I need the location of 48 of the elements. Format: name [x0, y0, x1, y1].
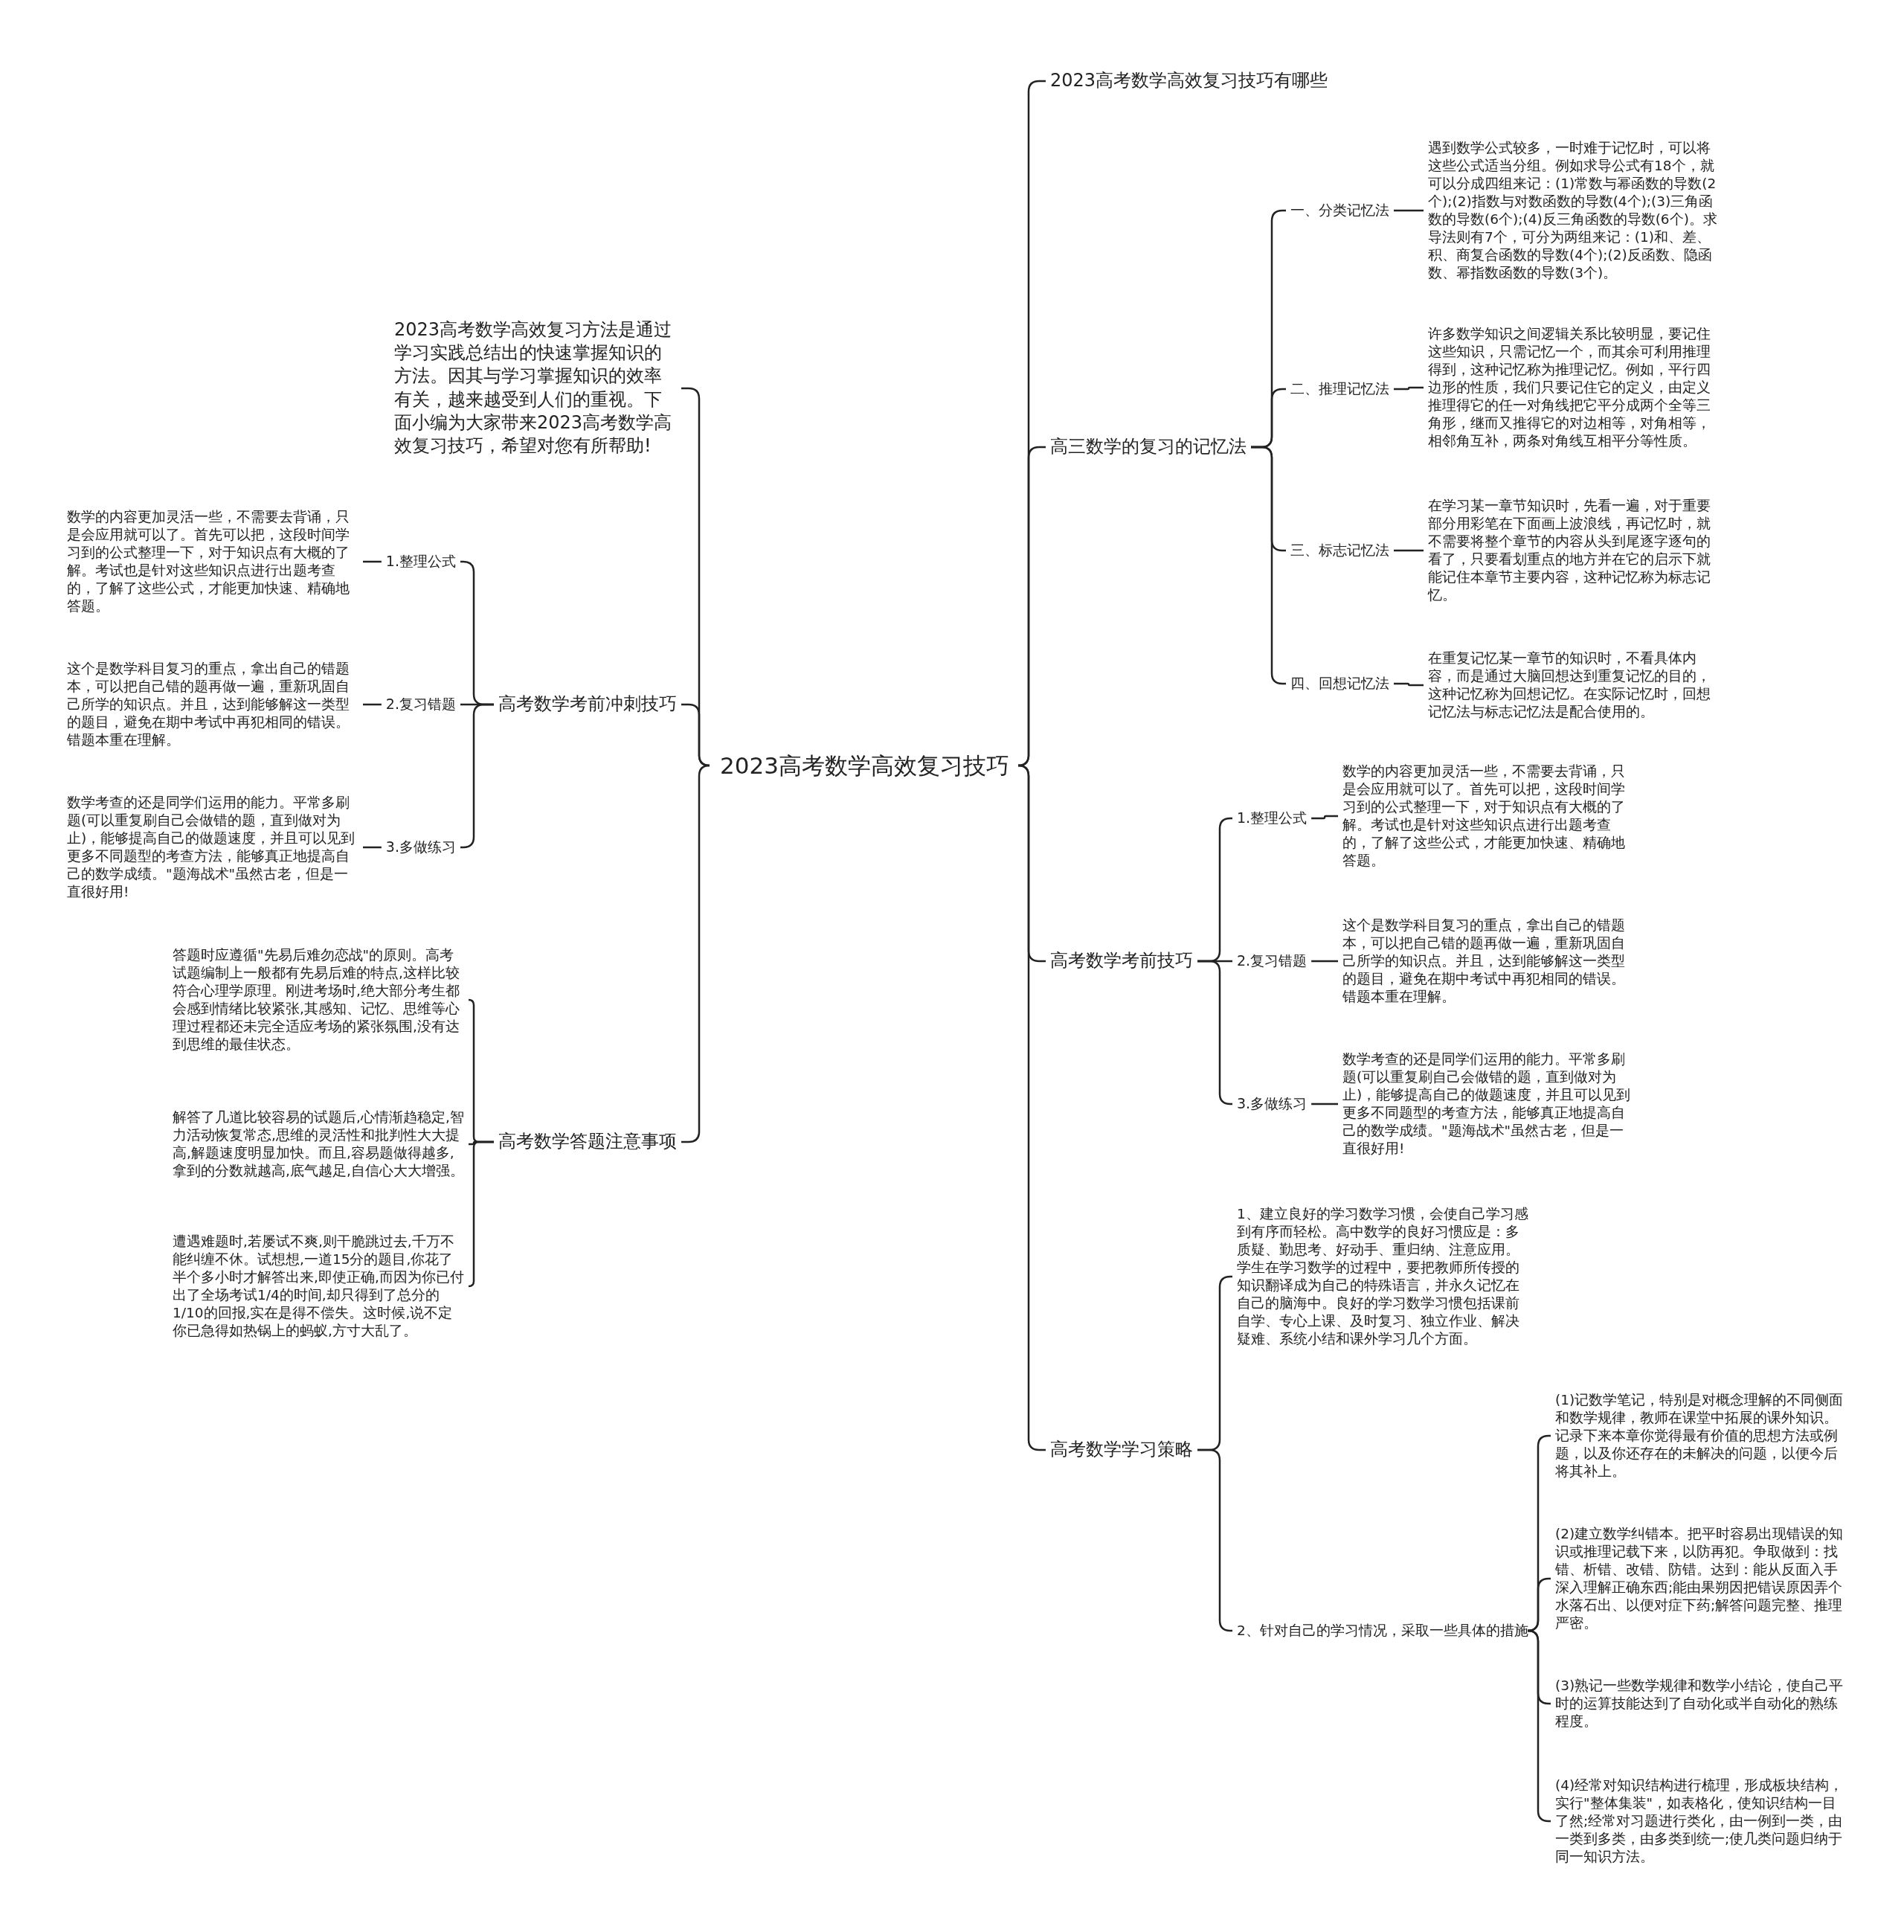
subtopic-label: 二、推理记忆法	[1290, 379, 1389, 399]
connector-line	[363, 703, 382, 706]
connector-line	[1311, 960, 1338, 963]
connector-line	[1311, 815, 1338, 820]
subtopic-label: 四、回想记忆法	[1290, 674, 1389, 693]
note-text: 解答了几道比较容易的试题后,心情渐趋稳定,智力活动恢复常态,思维的灵活性和批判性大大提高,解题速度明显加快。而且,容易题做得越多,拿到的分数就越高,底气越足,自信心大大增强。	[173, 1108, 464, 1181]
note-text: 答题时应遵循"先易后难勿恋战"的原则。高考试题编制上一般都有先易后难的特点,这样比较符合心理学原理。刚进考场时,绝大部分考生都会感到情绪比较紧张,其感知、记忆、思维等心理过程都还未完全适应考场的紧张氛围,没有达到思维的最佳状态。	[173, 946, 464, 1054]
subtopic-label: 3.多做练习	[385, 838, 456, 857]
branch-topic: 高考数学学习策略	[1050, 1438, 1193, 1462]
note-text: 许多数学知识之间逻辑关系比较明显，要记住这些知识，只需记忆一个，而其余可利用推理得到，这种记忆称为推理记忆。例如，平行四边形的性质，我们只要记住它的定义，由定义推理得它的任一对角线把它平分成两个全等三角形，继而又推得它的对边相等，对角相等，相邻角互补，两条对角线互相平分等性质。	[1428, 324, 1720, 451]
branch-topic: 高考数学考前技巧	[1050, 949, 1193, 973]
note-text: 在重复记忆某一章节的知识时，不看具体内容，而是通过大脑回想达到重复记忆的目的，这种记忆称为回想记忆。在实际记忆时，回想记忆法与标志记忆法是配合使用的。	[1428, 649, 1720, 722]
note-text: 这个是数学科目复习的重点，拿出自己的错题本，可以把自己错的题再做一遍，重新巩固自己所学的知识点。并且，达到能够解这一类型的题目，避免在期中考试中再犯相同的错误。错题本重在理解。	[67, 659, 358, 750]
subtopic-label: 1.整理公式	[385, 552, 456, 571]
note-text: 1、建立良好的学习数学习惯，会使自己学习感到有序而轻松。高中数学的良好习惯应是：多质疑、勤思考、好动手、重归纳、注意应用。学生在学习数学的过程中，要把教师所传授的知识翻译成为自己的特殊语言，并永久记忆在自己的脑海中。良好的学习数学习惯包括课前自学、专心上课、及时复习、独立作业、解决疑难、系统小结和课外学习几个方面。	[1237, 1204, 1528, 1349]
connector-line	[1394, 386, 1424, 391]
note-text: (2)建立数学纠错本。把平时容易出现错误的知识或推理记载下来，以防再犯。争取做到：找错、析错、改错、防错。达到：能从反面入手深入理解正确东西;能由果朔因把错误原因弄个水落石出、以便对症下药;解答问题完整、推理严密。	[1555, 1524, 1849, 1633]
subtopic-label: 一、分类记忆法	[1290, 201, 1389, 220]
central-topic: 2023高考数学高效复习技巧	[714, 748, 1015, 783]
subtopic-label: 2.复习错题	[1237, 951, 1308, 971]
note-text: (3)熟记一些数学规律和数学小结论，使自己平时的运算技能达到了自动化或半自动化的熟练程度。	[1555, 1676, 1849, 1731]
connector-line	[363, 846, 382, 849]
connector-line	[363, 560, 382, 563]
note-text: 数学考查的还是同学们运用的能力。平常多刷题(可以重复刷自己会做错的题，直到做对为止)，能够提高自己的做题速度，并且可以见到更多不同题型的考查方法，能够真正地提高自己的数学成绩。"题海战术"虽然古老，但是一直很好用!	[1342, 1050, 1634, 1158]
branch-topic: 高考数学考前冲刺技巧	[498, 693, 677, 716]
note-text: 数学的内容更加灵活一些，不需要去背诵，只是会应用就可以了。首先可以把，这段时间学习到的公式整理一下，对于知识点有大概的了解。考试也是针对这些知识点进行出题考查的，了解了这些公式，才能更加快速、精确地答题。	[1342, 762, 1634, 870]
subtopic-label: 三、标志记忆法	[1290, 541, 1389, 560]
note-text: 数学考查的还是同学们运用的能力。平常多刷题(可以重复刷自己会做错的题，直到做对为止)，能够提高自己的做题速度，并且可以见到更多不同题型的考查方法，能够真正地提高自己的数学成绩。"题海战术"虽然古老，但是一直很好用!	[67, 793, 358, 902]
note-text: (4)经常对知识结构进行梳理，形成板块结构，实行"整体集装"，如表格化，使知识结构一目了然;经常对习题进行类化，由一例到一类，由一类到多类，由多类到统一;使几类问题归纳于同一知识方法。	[1555, 1776, 1849, 1867]
note-text: 2、针对自己的学习情况，采取一些具体的措施	[1237, 1622, 1528, 1640]
note-text: 在学习某一章节知识时，先看一遍，对于重要部分用彩笔在下面画上波浪线，再记忆时，就不需要将整个章节的内容从头到尾逐字逐句的看了，只要看划重点的地方并在它的启示下就能记住本章节主要内容，这种记忆称为标志记忆。	[1428, 496, 1720, 605]
note-text: 这个是数学科目复习的重点，拿出自己的错题本，可以把自己错的题再做一遍，重新巩固自己所学的知识点。并且，达到能够解这一类型的题目，避免在期中考试中再犯相同的错误。错题本重在理解。	[1342, 916, 1634, 1007]
intro-paragraph: 2023高考数学高效复习方法是通过学习实践总结出的快速掌握知识的方法。因其与学习掌握知识的效率有关，越来越受到人们的重视。下面小编为大家带来2023高考数学高效复习技巧，希望对您有所帮助!	[394, 318, 677, 458]
branch-topic: 高考数学答题注意事项	[498, 1130, 677, 1154]
note-text: 遭遇难题时,若屡试不爽,则干脆跳过去,千万不能纠缠不休。试想想,一道15分的题目,你花了半个多小时才解答出来,即使正确,而因为你已付出了全场考试1/4的时间,却只得到了总分的1/10的回报,实在是得不偿失。这时候,说不定你已急得如热锅上的蚂蚁,方寸大乱了。	[173, 1232, 464, 1341]
connector-line	[1394, 682, 1424, 687]
connector-line	[1311, 1103, 1338, 1105]
subtopic-label: 3.多做练习	[1237, 1094, 1308, 1114]
subtopic-label: 2.复习错题	[385, 695, 456, 714]
note-text: 遇到数学公式较多，一时难于记忆时，可以将这些公式适当分组。例如求导公式有18个，就可以分成四组来记：(1)常数与幂函数的导数(2个);(2)指数与对数函数的导数(4个);(3)三角函数的导数(6个);(4)反三角函数的导数(6个)。求导法则有7个，可分为两组来记：(1)和、差、积、商复合函数的导数(4个);(2)反函数、隐函数、幂指数函数的导数(3个)。	[1428, 138, 1720, 283]
subtopic-label: 1.整理公式	[1237, 809, 1308, 828]
branch-topic: 高三数学的复习的记忆法	[1050, 435, 1247, 459]
branch-topic: 2023高考数学高效复习技巧有哪些	[1050, 69, 1328, 93]
connector-line	[467, 1140, 494, 1288]
connector-line	[1394, 209, 1424, 212]
connector-line	[1394, 549, 1424, 552]
note-text: (1)记数学笔记，特别是对概念理解的不同侧面和数学规律，教师在课堂中拓展的课外知识。记录下来本章你觉得最有价值的思想方法或例题，以及你还存在的未解决的问题，以便今后将其补上。	[1555, 1390, 1849, 1481]
note-text: 数学的内容更加灵活一些，不需要去背诵，只是会应用就可以了。首先可以把，这段时间学习到的公式整理一下，对于知识点有大概的了解。考试也是针对这些知识点进行出题考查的，了解了这些公式，才能更加快速、精确地答题。	[67, 507, 358, 616]
